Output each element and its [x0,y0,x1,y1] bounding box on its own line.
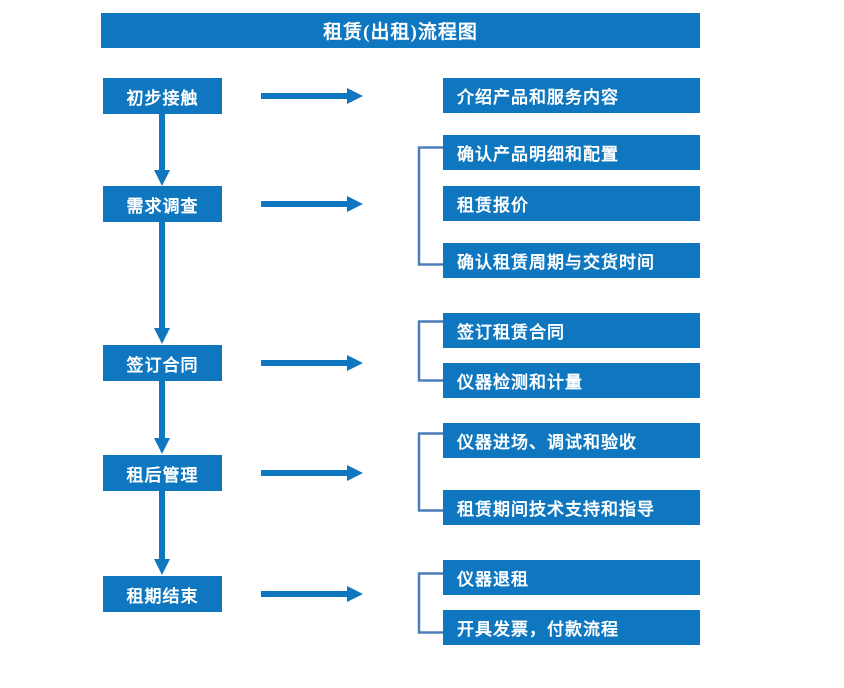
detail-box-7[interactable]: 仪器进场、调试和验收 [443,423,700,458]
vertical-arrow-2 [154,222,170,344]
page-title: 租赁(出租)流程图 [101,13,700,48]
group-bracket-4 [417,572,443,634]
stage-box-3[interactable]: 签订合同 [103,345,222,381]
detail-box-4[interactable]: 确认租赁周期与交货时间 [443,243,700,278]
stage-box-4[interactable]: 租后管理 [103,455,222,491]
group-bracket-3 [417,432,443,512]
detail-box-6[interactable]: 仪器检测和计量 [443,363,700,398]
vertical-arrow-1 [154,112,170,186]
detail-box-9[interactable]: 仪器退租 [443,560,700,595]
detail-box-1[interactable]: 介绍产品和服务内容 [443,78,700,113]
group-bracket-2 [417,320,443,382]
vertical-arrow-3 [154,381,170,454]
horizontal-arrow-5 [261,586,363,602]
stage-box-2[interactable]: 需求调查 [103,186,222,222]
group-bracket-1 [417,146,443,266]
horizontal-arrow-1 [261,88,363,104]
horizontal-arrow-3 [261,355,363,371]
stage-box-1[interactable]: 初步接触 [103,78,222,114]
stage-box-5[interactable]: 租期结束 [103,576,222,612]
detail-box-10[interactable]: 开具发票，付款流程 [443,610,700,645]
detail-box-3[interactable]: 租赁报价 [443,186,700,221]
detail-box-8[interactable]: 租赁期间技术支持和指导 [443,490,700,525]
detail-box-2[interactable]: 确认产品明细和配置 [443,135,700,170]
detail-box-5[interactable]: 签订租赁合同 [443,313,700,348]
horizontal-arrow-4 [261,465,363,481]
horizontal-arrow-2 [261,196,363,212]
vertical-arrow-4 [154,491,170,575]
